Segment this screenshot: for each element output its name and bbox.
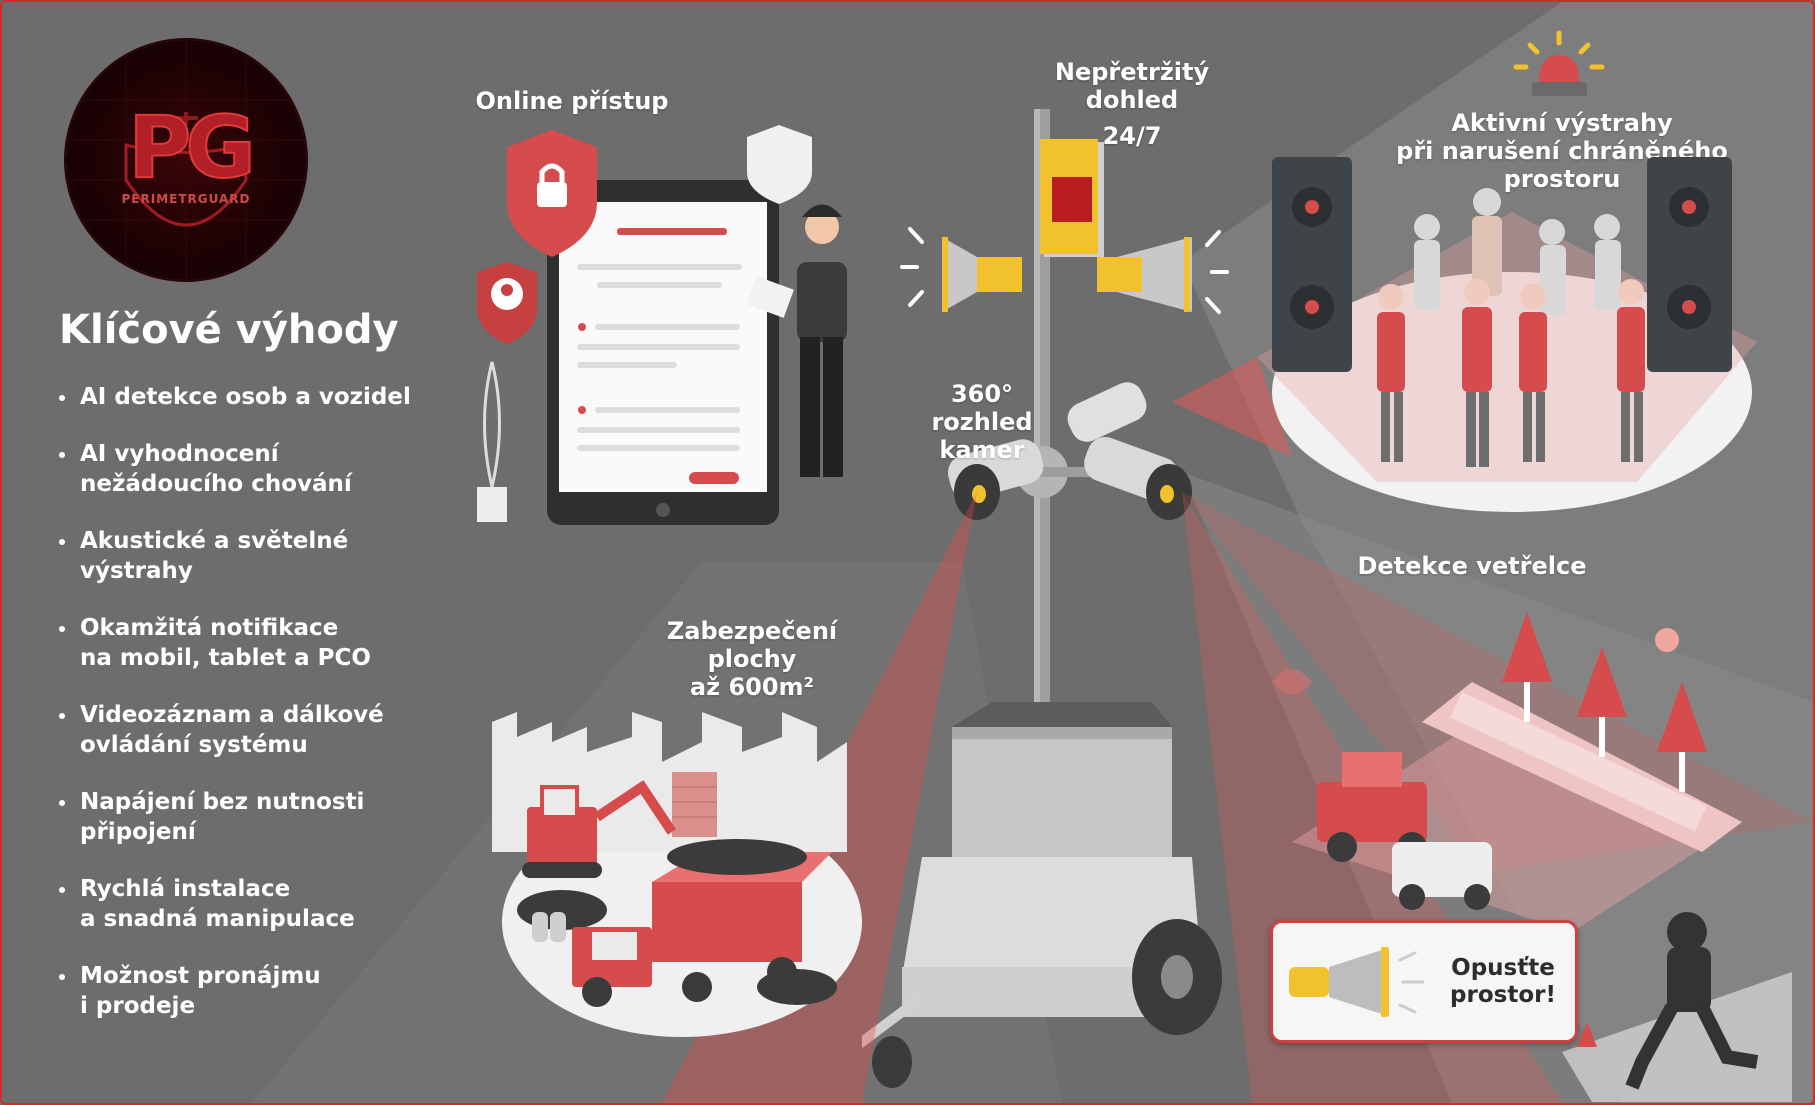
- online-access-illustration: [477, 125, 847, 525]
- beacon-light-icon: [1513, 30, 1605, 96]
- construction-site-illustration: [492, 712, 862, 1037]
- benefit-item: AI detekce osob a vozidel: [59, 382, 419, 412]
- megaphone-icon: [1289, 947, 1425, 1017]
- online-access-label: Online přístup: [475, 87, 669, 115]
- logo-subtext: PERIMETRGUARD: [121, 192, 251, 206]
- logo-text: PG: [127, 97, 257, 199]
- concert-crowd-illustration: [1257, 157, 1757, 512]
- warning-message-box: Opusťte prostor!: [1270, 920, 1578, 1043]
- logo-emblem-icon: [66, 40, 306, 280]
- benefits-list: AI detekce osob a vozidel AI vyhodnocení…: [59, 382, 419, 1048]
- perimetrguard-logo: PG PERIMETRGUARD: [66, 40, 306, 280]
- intruder-label: Detekce vetřelce: [1357, 552, 1587, 580]
- surveillance-tower-illustration: [862, 109, 1229, 1088]
- benefits-title: Klíčové výhody: [59, 307, 399, 353]
- intruder-figure-icon: [1562, 912, 1792, 1102]
- warning-message-text: Opusťte prostor!: [1450, 955, 1556, 1008]
- cameras-label: 360° rozhled kamer: [931, 380, 1033, 464]
- area-label: Zabezpečení plochy až 600m²: [666, 617, 838, 701]
- parking-lot-illustration: [1272, 612, 1742, 932]
- surveillance-label: Nepřetržitý dohled 24/7: [1054, 58, 1210, 150]
